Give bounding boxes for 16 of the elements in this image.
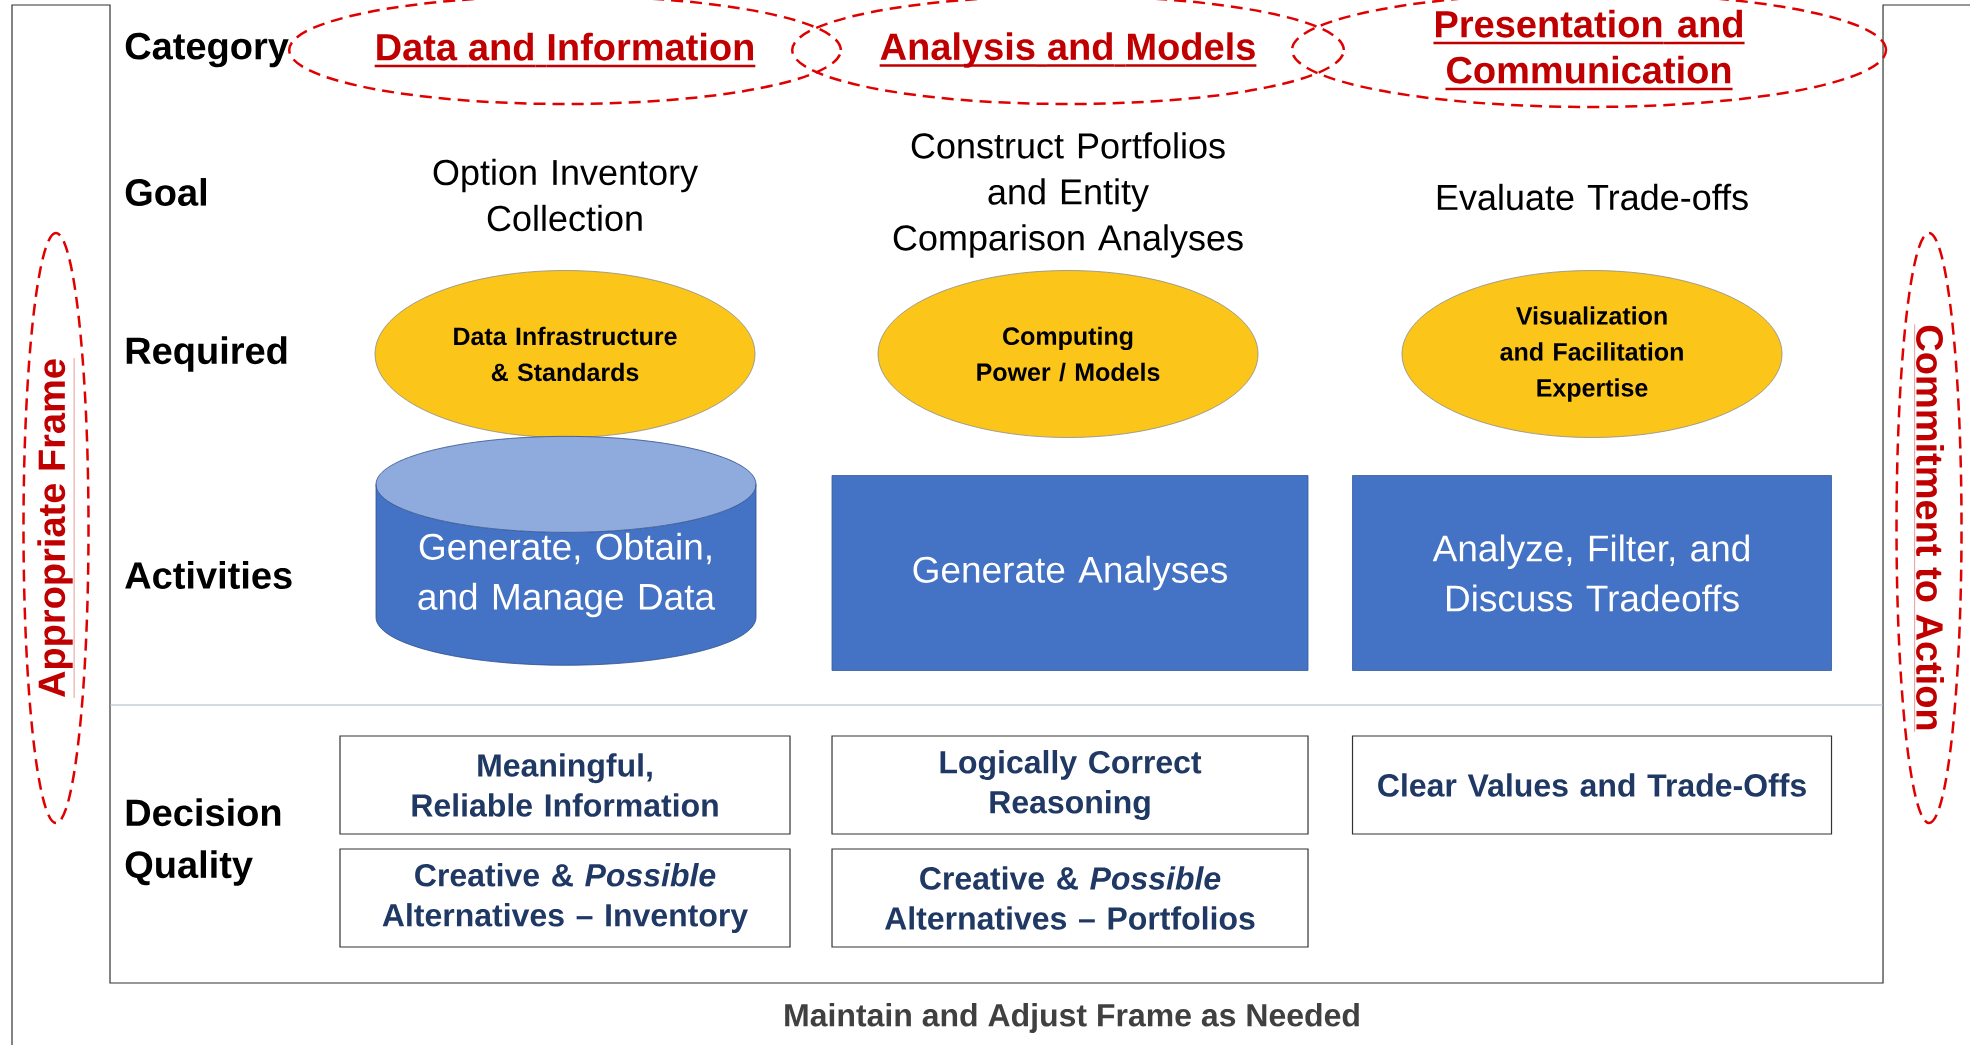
quality-box: Creative & Possible Alternatives – Inventory — [339, 848, 791, 948]
row-label: Decision Quality — [125, 798, 281, 886]
quality-box: Clear Values and Trade-Offs — [1351, 735, 1833, 835]
row-label: Required — [126, 336, 287, 372]
database-cylinder: Generate, Obtain, and Manage Data — [375, 435, 757, 666]
goal-text: Evaluate Trade-offs — [1437, 183, 1748, 211]
quality-box: Logically Correct Reasoning — [831, 735, 1309, 835]
row-label: Goal — [125, 178, 206, 206]
quality-box: Meaningful, Reliable Information — [339, 735, 791, 835]
goal-text: Option Inventory Collection — [433, 158, 698, 232]
activity-box: Generate Analyses — [831, 475, 1309, 671]
goal-text: Construct Portfolios and Entity Comparison Analyses — [893, 132, 1243, 258]
activity-box: Analyze, Filter, and Discuss Tradeoffs — [1352, 475, 1832, 671]
row-label: Activities — [125, 561, 292, 589]
footer-note: Maintain and Adjust Frame as Needed — [785, 1003, 1359, 1033]
quality-box: Creative & Possible Alternatives – Portfolios — [831, 848, 1309, 948]
